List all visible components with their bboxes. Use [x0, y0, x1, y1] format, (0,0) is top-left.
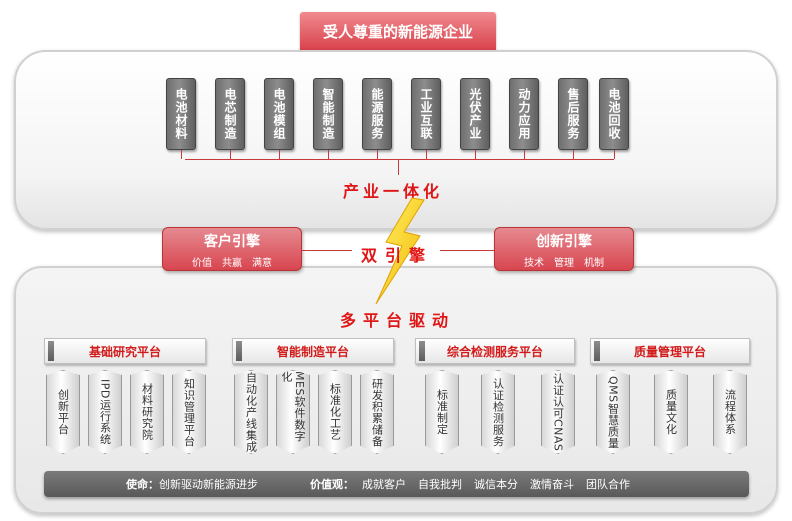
connector-line — [426, 150, 427, 159]
values-label: 价值观： — [310, 478, 354, 491]
platform-item: 材料研究院 — [130, 370, 164, 454]
platform-title: 基础研究平台 — [88, 344, 161, 359]
lightning-bolt-icon — [375, 197, 425, 305]
platform-item: 质量文化 — [654, 370, 688, 454]
customer-engine-box: 客户引擎 价值 共赢 满意 — [162, 227, 302, 271]
engine-connector-left — [302, 250, 352, 251]
multi-platform-heading: 多平台驱动 — [340, 311, 456, 330]
platform-basic-research: 基础研究平台 — [44, 338, 206, 364]
platform-item: 自动化产线集成 — [234, 370, 268, 454]
connector-line — [573, 150, 574, 159]
value-item: 激情奋斗 — [530, 478, 574, 491]
engine-connector-right — [440, 250, 494, 251]
chain-item-smart-manufacturing: 智能制造 — [313, 78, 343, 150]
industry-panel — [14, 50, 778, 230]
innovation-engine-item: 技术 — [524, 258, 544, 269]
customer-engine-title: 客户引擎 — [204, 234, 260, 250]
platform-item: 知识管理平台 — [172, 370, 206, 454]
value-item: 诚信本分 — [474, 478, 518, 491]
company-title-tab: 受人尊重的新能源企业 — [300, 12, 496, 50]
chain-center-line — [398, 159, 399, 175]
chain-item-power-application: 动力应用 — [509, 78, 539, 150]
platform-item: 认证检测服务 — [481, 370, 515, 454]
chain-item-cell-manufacturing: 电芯制造 — [215, 78, 245, 150]
mission-label: 使命： — [126, 478, 159, 491]
mission-values-bar: 使命： 创新驱动新能源进步 价值观： 成就客户 自我批判 诚信本分 激情奋斗 团… — [44, 471, 749, 497]
customer-engine-item: 满意 — [252, 258, 272, 269]
innovation-engine-item: 机制 — [584, 258, 604, 269]
platform-title: 综合检测服务平台 — [446, 344, 543, 359]
platform-item: IPD运行系统 — [88, 370, 122, 454]
connector-line — [279, 150, 280, 159]
platform-smart-manufacturing: 智能制造平台 — [232, 338, 394, 364]
company-title: 受人尊重的新能源企业 — [322, 22, 473, 41]
platform-item: 认证认可CNAS — [541, 370, 575, 454]
platform-item: 流程体系 — [713, 370, 747, 454]
chain-bracket-line — [185, 159, 614, 160]
platform-item: 研发积累储备 — [360, 370, 394, 454]
chain-item-energy-service: 能源服务 — [362, 78, 392, 150]
chain-item-battery-material: 电池材料 — [166, 78, 196, 150]
chain-item-after-sales: 售后服务 — [558, 78, 588, 150]
platform-title: 质量管理平台 — [633, 344, 706, 359]
connector-line — [524, 150, 525, 159]
chain-item-industrial-internet: 工业互联 — [411, 78, 441, 150]
platform-testing-service: 综合检测服务平台 — [415, 338, 575, 364]
connector-line — [181, 150, 182, 159]
platform-quality-management: 质量管理平台 — [590, 338, 750, 364]
value-item: 团队合作 — [586, 478, 630, 491]
platform-item: 创新平台 — [46, 370, 80, 454]
connector-line — [230, 150, 231, 159]
customer-engine-item: 价值 — [192, 258, 212, 269]
innovation-engine-title: 创新引擎 — [536, 234, 592, 250]
connector-line — [377, 150, 378, 159]
dual-engine-heading: 双引擎 — [361, 246, 434, 265]
innovation-engine-item: 管理 — [554, 258, 574, 269]
chain-item-battery-recycling: 电池回收 — [599, 78, 629, 150]
platform-item: QMS智慧质量 — [596, 370, 630, 454]
chain-item-battery-module: 电池模组 — [264, 78, 294, 150]
platform-title: 智能制造平台 — [276, 344, 349, 359]
mission-text: 创新驱动新能源进步 — [159, 478, 258, 491]
connector-line — [328, 150, 329, 159]
platform-item: 标准化工艺 — [318, 370, 352, 454]
connector-line — [475, 150, 476, 159]
chain-item-photovoltaic: 光伏产业 — [460, 78, 490, 150]
customer-engine-item: 共赢 — [222, 258, 242, 269]
value-item: 成就客户 — [362, 478, 406, 491]
innovation-engine-box: 创新引擎 技术 管理 机制 — [494, 227, 634, 271]
industry-integration-heading: 产业一体化 — [343, 182, 444, 201]
platform-item: MES软件数字化 — [276, 370, 310, 454]
value-item: 自我批判 — [418, 478, 462, 491]
platform-item: 标准制定 — [425, 370, 459, 454]
connector-line — [614, 150, 615, 159]
